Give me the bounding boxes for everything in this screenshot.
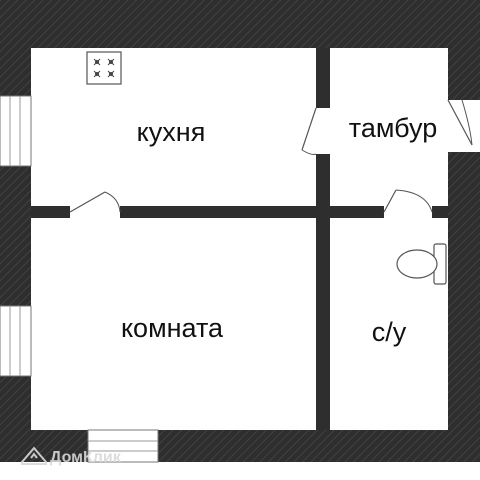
door-kitchen-room: [69, 191, 121, 218]
vestibule-floor: [330, 48, 448, 206]
living-room-floor: [31, 218, 316, 430]
door-entrance: [447, 99, 480, 152]
house-logo-icon: [21, 446, 47, 465]
room-label-living-room: комната: [121, 313, 224, 343]
toilet-icon: [396, 243, 447, 285]
room-label-kitchen: кухня: [137, 117, 206, 147]
door-vestibule-bathroom: [383, 189, 433, 218]
window-bottom-room: [87, 429, 159, 463]
room-floors: [0, 48, 480, 480]
bottom-wall: [0, 430, 480, 462]
window-left-kitchen: [0, 95, 32, 167]
room-label-bathroom: с/у: [372, 317, 407, 347]
watermark-text: ДомКлик: [50, 449, 122, 466]
door-kitchen-vestibule: [301, 107, 330, 155]
window-left-room: [0, 305, 32, 377]
room-label-vestibule: тамбур: [349, 113, 437, 143]
stove-icon: [86, 51, 122, 85]
watermark: ДомКлик: [21, 446, 122, 466]
kitchen-floor: [31, 48, 316, 206]
